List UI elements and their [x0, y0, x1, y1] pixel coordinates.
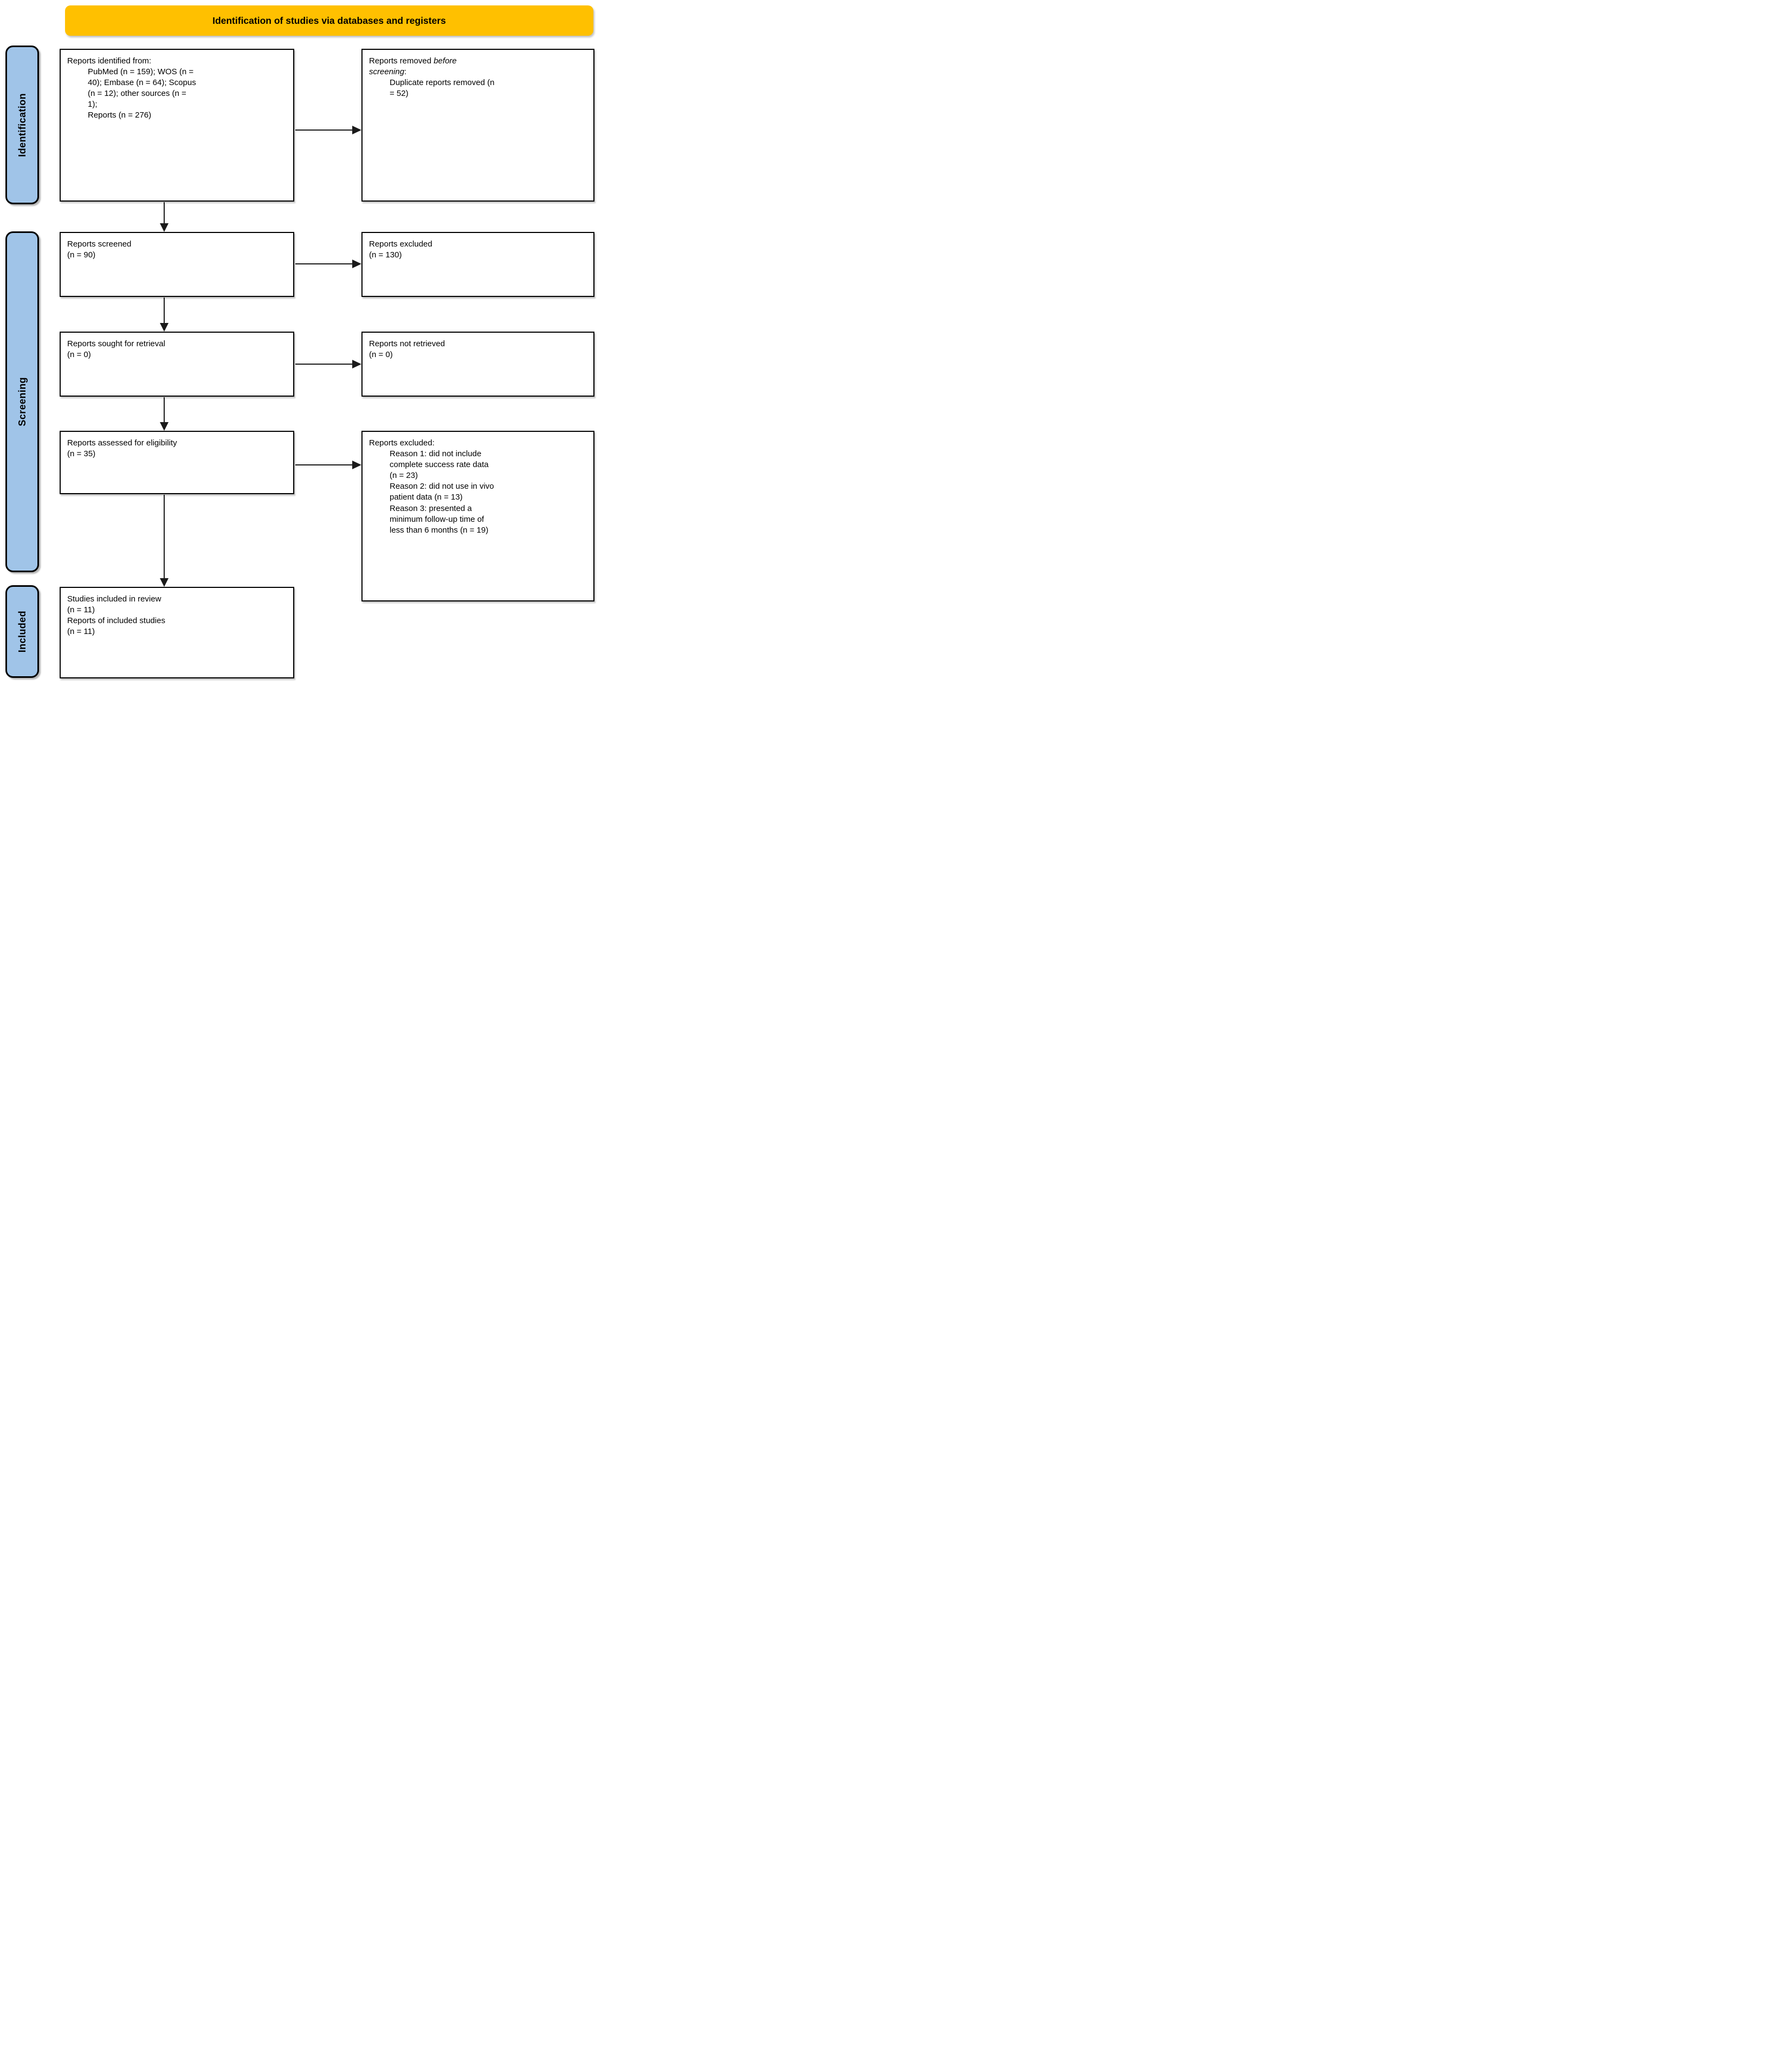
arrow-identified-to-screened: [160, 202, 169, 232]
box-text-line: 1);: [88, 100, 98, 109]
box-text-line: complete success rate data: [390, 460, 489, 470]
box-text-line: less than 6 months (n = 19): [390, 525, 489, 535]
stage-label-identification-text: Identification: [16, 93, 28, 157]
box-text-line: minimum follow-up time of: [390, 514, 484, 524]
box-text-line: Reports screened: [67, 239, 132, 249]
box-text-line: Reports of included studies: [67, 616, 165, 626]
box-text-line: (n = 130): [369, 250, 402, 260]
box-text-line: Reports assessed for eligibility: [67, 438, 177, 448]
box-text-line: (n = 90): [67, 250, 96, 260]
box-reports-removed-before-screening: Reports removed before screening: Duplic…: [361, 49, 594, 202]
box-text-line: screening:: [369, 67, 407, 77]
box-text-line: Reports excluded: [369, 239, 432, 249]
box-text-line: (n = 0): [67, 350, 91, 360]
box-text-line: Reason 2: did not use in vivo: [390, 482, 494, 491]
stage-label-screening: Screening: [5, 231, 39, 572]
arrow-assessed-to-included: [160, 495, 169, 587]
box-text-line: = 52): [390, 89, 409, 99]
box-text-line: 40); Embase (n = 64); Scopus: [88, 78, 196, 88]
box-text-line: (n = 23): [390, 471, 418, 481]
box-reports-identified: Reports identified from: PubMed (n = 159…: [60, 49, 294, 202]
box-text-line: (n = 11): [67, 605, 95, 615]
box-text-line: (n = 12); other sources (n =: [88, 89, 186, 99]
arrow-screened-to-sought: [160, 297, 169, 332]
box-text-line: Reports identified from:: [67, 56, 152, 66]
box-text-line: Reason 1: did not include: [390, 449, 482, 459]
box-text-line: Reports sought for retrieval: [67, 339, 165, 348]
box-text-line: (n = 0): [369, 350, 393, 360]
stage-label-identification: Identification: [5, 46, 39, 204]
box-text-line: Duplicate reports removed (n: [390, 78, 495, 88]
box-reports-screened: Reports screened (n = 90): [60, 232, 294, 297]
box-text-line: Reports excluded:: [369, 438, 435, 448]
header-banner: Identification of studies via databases …: [65, 5, 593, 36]
box-reports-not-retrieved: Reports not retrieved (n = 0): [361, 332, 594, 397]
box-text-line: Studies included in review: [67, 594, 161, 604]
stage-label-included-text: Included: [16, 610, 28, 653]
box-text-line: Reports not retrieved: [369, 339, 445, 348]
box-reports-excluded-reasons: Reports excluded: Reason 1: did not incl…: [361, 431, 594, 601]
arrow-sought-to-assessed: [160, 397, 169, 431]
stage-label-screening-text: Screening: [16, 377, 28, 426]
box-text-line: Reason 3: presented a: [390, 503, 472, 513]
prisma-flow-diagram: Identification of studies via databases …: [0, 0, 597, 688]
arrow-sought-to-not-retrieved: [295, 360, 361, 368]
box-text-line: patient data (n = 13): [390, 493, 463, 502]
arrow-identified-to-removed: [295, 126, 361, 134]
box-reports-sought-for-retrieval: Reports sought for retrieval (n = 0): [60, 332, 294, 397]
arrow-assessed-to-excluded-reasons: [295, 461, 361, 469]
box-text-line: Reports (n = 276): [88, 111, 152, 120]
box-text-line: (n = 11): [67, 627, 95, 637]
header-title: Identification of studies via databases …: [212, 15, 446, 26]
arrow-screened-to-excluded: [295, 260, 361, 268]
box-text-line: (n = 35): [67, 449, 96, 459]
box-text-line: Reports removed before: [369, 56, 457, 66]
box-studies-included: Studies included in review (n = 11) Repo…: [60, 587, 294, 678]
stage-label-included: Included: [5, 585, 39, 678]
box-reports-assessed-for-eligibility: Reports assessed for eligibility (n = 35…: [60, 431, 294, 494]
box-reports-excluded: Reports excluded (n = 130): [361, 232, 594, 297]
box-text-line: PubMed (n = 159); WOS (n =: [88, 67, 194, 77]
